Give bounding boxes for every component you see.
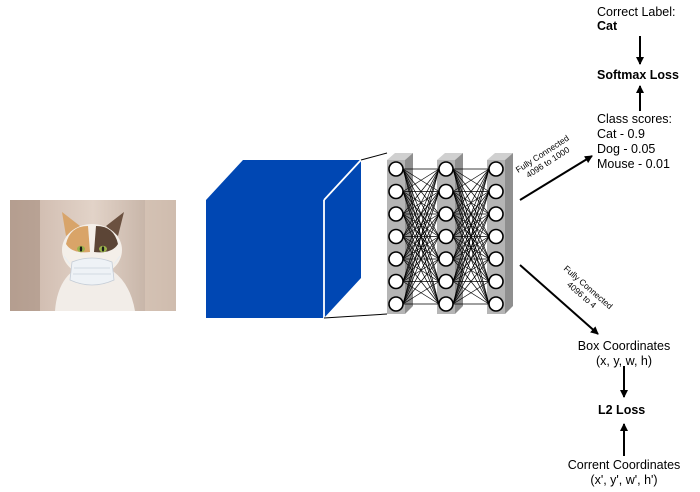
connection-line [452,281,490,305]
softmax-loss-label: Softmax Loss [597,68,679,82]
connection-line [402,168,440,282]
neuron [438,161,454,177]
connection-line [402,213,440,305]
neuron [438,228,454,245]
connection-line [402,168,440,192]
feature-cube [206,159,362,318]
dense-connections-1-2 [402,168,440,305]
neuron-column-1 [388,161,404,312]
class-score-item: Cat - 0.9 [597,127,645,141]
box-coordinates-line1: Box Coordinates [577,339,671,353]
connection-line [402,236,440,305]
class-scores-block: Class scores: Cat - 0.9 Dog - 0.05 Mouse… [597,112,672,172]
connection-line [452,168,490,237]
correct-coordinates-line1: Corrent Coordinates [567,458,681,472]
neuron [488,251,504,267]
neuron [438,296,454,312]
neuron [388,183,404,200]
neuron [388,273,404,290]
correct-label-heading: Correct Label: [597,5,676,19]
neuron [388,296,404,312]
feature-cube-side [324,160,361,318]
connection-line [452,168,490,260]
class-score-item: Mouse - 0.01 [597,157,670,171]
neuron [488,206,504,222]
connection-line [402,168,440,237]
connection-line [452,168,490,192]
connection-line [402,168,440,305]
connection-line [452,213,490,305]
class-scores-heading: Class scores: [597,112,673,126]
neuron [488,273,504,290]
neuron [438,251,454,267]
class-score-item: Dog - 0.05 [597,142,656,156]
correct-label-value: Cat [597,19,618,33]
neuron-column-3 [488,161,504,312]
connection-line [452,168,490,282]
connection-line [402,168,440,260]
cat-photo [10,200,176,311]
correct-coordinates-label: Corrent Coordinates (x', y', w', h') [554,458,694,488]
connection-line [452,168,490,215]
connection-line [452,258,490,305]
connection-line [402,168,440,215]
arrow-fc-to-box-coordinates [519,264,599,335]
box-coordinates-line2: (x, y, w, h) [595,354,653,368]
correct-coordinates-line2: (x', y', w', h') [590,473,658,487]
connection-line [402,281,440,305]
neuron [488,161,504,177]
feature-cube-front [206,200,324,318]
neuron-column-2 [438,161,454,312]
neuron [388,206,404,222]
feature-cube-top [206,160,361,200]
dense-connections-2-3 [452,168,490,305]
arrow-fc-to-class-scores [519,155,593,201]
neuron [388,251,404,267]
box-coordinates-label: Box Coordinates (x, y, w, h) [564,339,684,369]
cube-connector-top [360,152,388,161]
neuron [388,161,404,177]
connection-line [452,191,490,305]
neuron [438,183,454,200]
neuron [488,296,504,312]
neuron [388,228,404,245]
neuron [438,206,454,222]
neuron [488,183,504,200]
connection-line [402,258,440,305]
connection-line [452,236,490,305]
l2-loss-label: L2 Loss [598,403,646,417]
neuron [488,228,504,245]
connection-line [402,191,440,305]
connection-line [452,168,490,305]
neuron [438,273,454,290]
cube-connector-bottom [323,313,388,319]
